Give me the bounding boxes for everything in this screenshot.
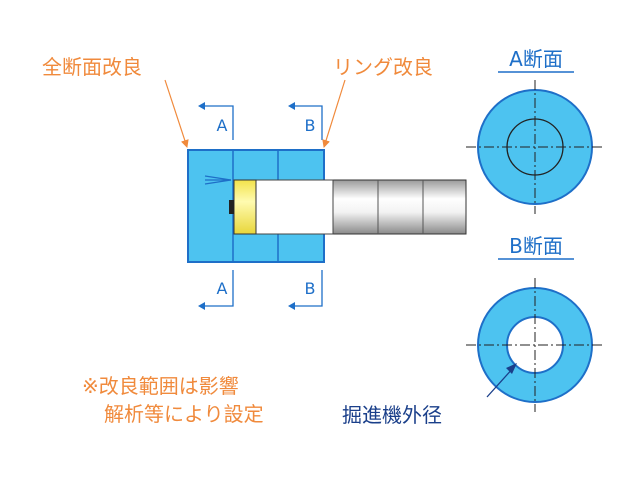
note-line-2: 解析等により設定 bbox=[104, 402, 264, 426]
machine-body bbox=[254, 179, 334, 235]
cut-label-a-top: A bbox=[217, 116, 228, 135]
leader-machine-diameter bbox=[486, 366, 515, 398]
label-ring-improvement: リング改良 bbox=[333, 55, 433, 79]
cut-marker-b-top: B bbox=[288, 102, 323, 140]
cut-label-b-top: B bbox=[305, 116, 316, 135]
cut-label-b-bottom: B bbox=[305, 279, 316, 298]
cutter-tip bbox=[229, 200, 234, 214]
cut-marker-a-top: A bbox=[198, 102, 234, 140]
section-b: B断面 bbox=[466, 234, 604, 412]
leader-full-section bbox=[164, 79, 189, 148]
section-a-title: A断面 bbox=[509, 47, 563, 71]
cut-marker-a-bottom: A bbox=[198, 270, 234, 310]
leader-machine-diameter-arrow bbox=[506, 363, 517, 374]
cutter-head bbox=[233, 179, 257, 235]
label-full-section-improvement: 全断面改良 bbox=[42, 55, 142, 79]
tunnel-boring-machine bbox=[204, 175, 467, 235]
section-b-title: B断面 bbox=[509, 234, 563, 258]
section-a: A断面 bbox=[466, 47, 604, 214]
note-line-1: ※改良範囲は影響 bbox=[82, 374, 239, 398]
thrust-arrow-icon bbox=[204, 175, 232, 185]
cut-marker-b-bottom: B bbox=[288, 270, 323, 310]
label-machine-outer-diameter: 掘進機外径 bbox=[342, 403, 442, 427]
leader-ring bbox=[322, 79, 346, 148]
cut-label-a-bottom: A bbox=[217, 279, 228, 298]
